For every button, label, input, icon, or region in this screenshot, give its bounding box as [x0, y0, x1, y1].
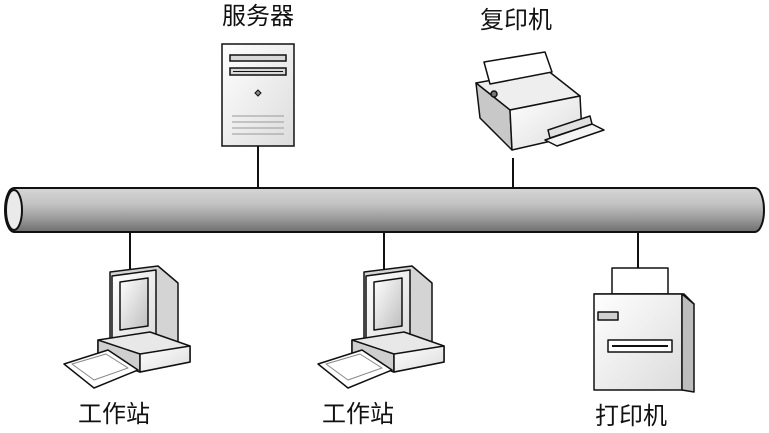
workstation-icon [317, 265, 445, 389]
network-bus-cable [4, 187, 765, 233]
workstation-1-label: 工作站 [78, 400, 150, 428]
server-label: 服务器 [222, 2, 294, 30]
workstation-icon [63, 265, 191, 389]
printer-label: 打印机 [595, 402, 667, 430]
copier-icon [475, 51, 605, 151]
printer-icon [593, 267, 695, 393]
server-tower-icon [221, 43, 295, 147]
copier-label: 复印机 [480, 6, 552, 34]
connector-lines [129, 146, 639, 270]
workstation-2-label: 工作站 [322, 400, 394, 428]
